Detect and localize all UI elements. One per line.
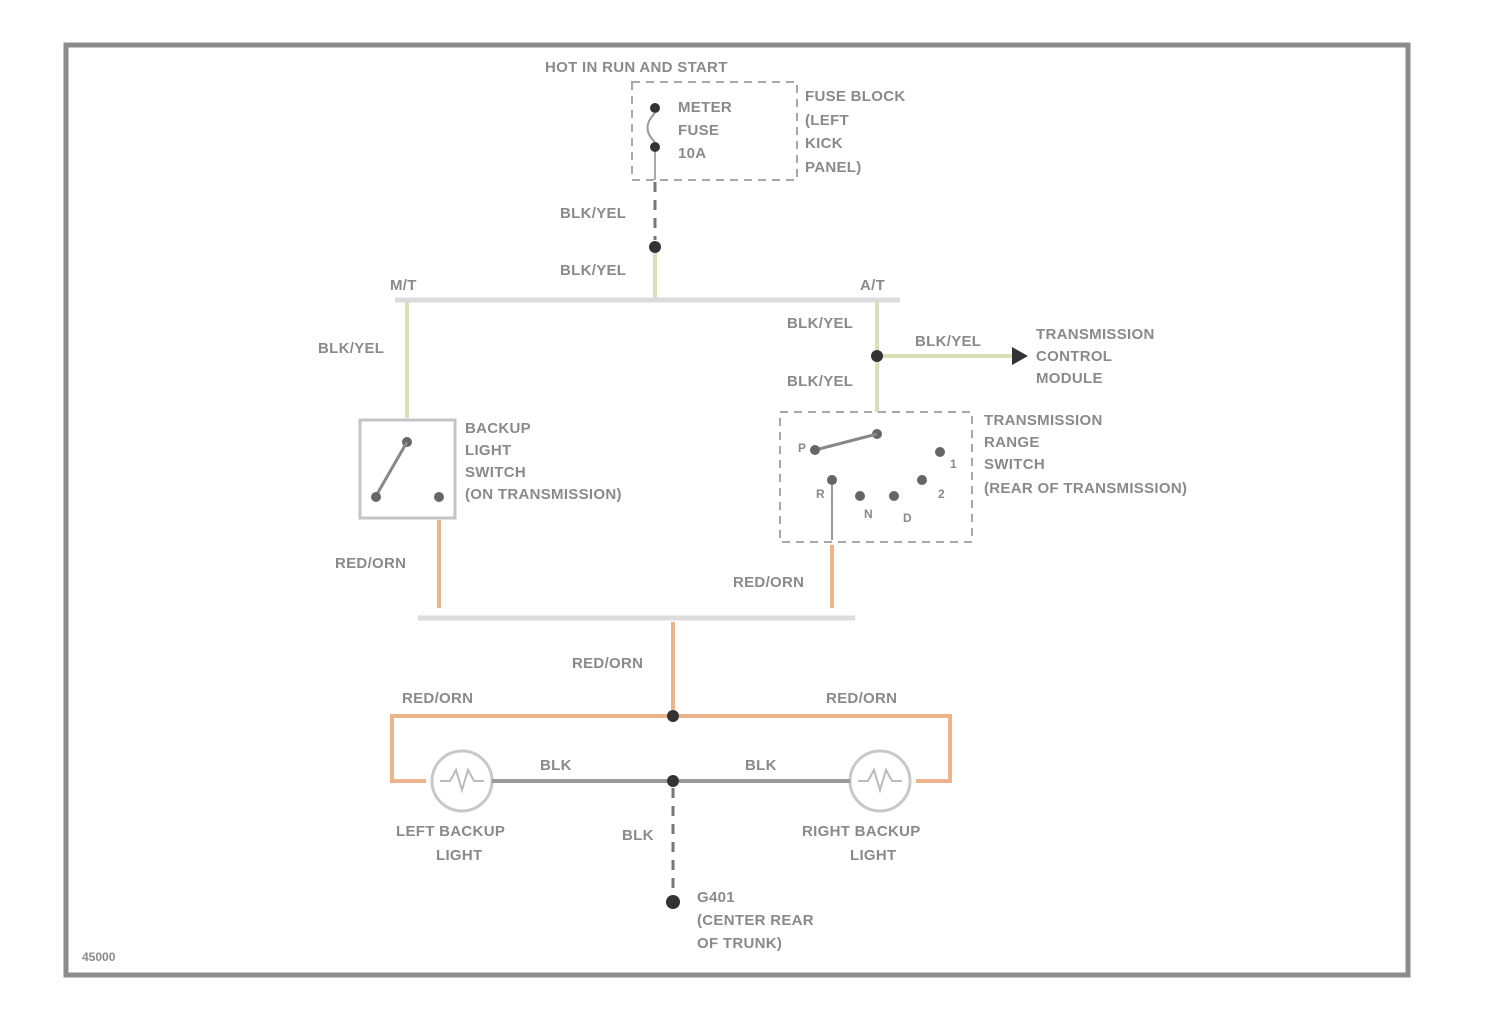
wire-label-fuse-out: BLK/YEL	[560, 205, 626, 222]
tcm-label: TRANSMISSION CONTROL MODULE	[1036, 326, 1155, 387]
range-switch-label: TRANSMISSION RANGE SWITCH (REAR OF TRANS…	[984, 412, 1187, 497]
svg-text:MODULE: MODULE	[1036, 370, 1103, 387]
svg-text:(LEFT: (LEFT	[805, 112, 849, 129]
backup-light-switch-label: BACKUP LIGHT SWITCH (ON TRANSMISSION)	[465, 420, 622, 503]
splice-node-tcm	[871, 350, 883, 362]
svg-text:G401: G401	[697, 889, 735, 906]
range-switch-positions: P R N D 2 1	[798, 441, 957, 525]
diagram-frame	[63, 42, 1411, 978]
left-backup-light-label: LEFT BACKUP LIGHT	[396, 823, 505, 864]
svg-text:(CENTER REAR: (CENTER REAR	[697, 912, 814, 929]
wire-label-at-top: BLK/YEL	[787, 315, 853, 332]
wire-label-splice-out: BLK/YEL	[560, 262, 626, 279]
wire-label-right-lamp: RED/ORN	[826, 690, 897, 707]
wire-label-mt: BLK/YEL	[318, 340, 384, 357]
svg-text:TRANSMISSION: TRANSMISSION	[984, 412, 1103, 429]
wire-label-left-gnd: BLK	[540, 757, 572, 774]
svg-text:D: D	[903, 511, 912, 525]
svg-text:1: 1	[950, 457, 957, 471]
svg-text:LIGHT: LIGHT	[850, 847, 897, 864]
svg-text:RIGHT BACKUP: RIGHT BACKUP	[802, 823, 921, 840]
backup-light-switch-box	[358, 418, 457, 520]
figure-id: 45000	[82, 950, 116, 964]
wire-label-at-out: RED/ORN	[733, 574, 804, 591]
ground-point-icon	[666, 895, 680, 909]
wire-left-lamp	[390, 714, 667, 783]
splice-node-lamps	[667, 710, 679, 722]
wire-label-ground: BLK	[622, 827, 654, 844]
ground-label: G401 (CENTER REAR OF TRUNK)	[697, 889, 814, 952]
fuse-block-label: FUSE BLOCK (LEFT KICK PANEL)	[805, 88, 906, 176]
wire-right-lamp	[679, 714, 952, 783]
fuse-icon	[646, 103, 660, 180]
splice-node-top	[649, 241, 661, 253]
svg-text:TRANSMISSION: TRANSMISSION	[1036, 326, 1155, 343]
svg-text:(REAR OF TRANSMISSION): (REAR OF TRANSMISSION)	[984, 480, 1187, 497]
svg-text:N: N	[864, 507, 873, 521]
svg-text:SWITCH: SWITCH	[984, 456, 1045, 473]
wire-label-left-lamp: RED/ORN	[402, 690, 473, 707]
svg-text:CONTROL: CONTROL	[1036, 348, 1112, 365]
wire-label-at-bottom: BLK/YEL	[787, 373, 853, 390]
fuse-block-outline	[631, 81, 798, 181]
fuse-label: METER FUSE 10A	[678, 99, 732, 162]
right-backup-light-label: RIGHT BACKUP LIGHT	[802, 823, 921, 864]
svg-text:(ON TRANSMISSION): (ON TRANSMISSION)	[465, 486, 622, 503]
svg-text:P: P	[798, 441, 806, 455]
wire-label-common: RED/ORN	[572, 655, 643, 672]
wire-label-tcm: BLK/YEL	[915, 333, 981, 350]
svg-text:LEFT BACKUP: LEFT BACKUP	[396, 823, 505, 840]
wire-label-right-gnd: BLK	[745, 757, 777, 774]
branch-label-mt: M/T	[390, 277, 417, 294]
left-backup-light-bulb-icon	[430, 749, 494, 813]
svg-text:OF TRUNK): OF TRUNK)	[697, 935, 782, 952]
power-source-label: HOT IN RUN AND START	[545, 59, 728, 76]
svg-text:RANGE: RANGE	[984, 434, 1040, 451]
wire-label-mt-out: RED/ORN	[335, 555, 406, 572]
svg-text:10A: 10A	[678, 145, 706, 162]
svg-text:LIGHT: LIGHT	[436, 847, 483, 864]
splice-node-ground	[667, 775, 679, 787]
right-backup-light-bulb-icon	[848, 749, 912, 813]
branch-label-at: A/T	[860, 277, 885, 294]
range-switch-icon	[810, 429, 945, 540]
svg-text:FUSE BLOCK: FUSE BLOCK	[805, 88, 906, 105]
svg-text:LIGHT: LIGHT	[465, 442, 512, 459]
svg-text:2: 2	[938, 487, 945, 501]
svg-text:R: R	[816, 487, 825, 501]
range-switch-outline	[779, 411, 973, 543]
svg-text:BACKUP: BACKUP	[465, 420, 531, 437]
svg-text:PANEL): PANEL)	[805, 159, 862, 176]
svg-text:FUSE: FUSE	[678, 122, 719, 139]
arrow-to-tcm-icon	[1012, 347, 1028, 365]
switch-icon	[371, 437, 444, 502]
svg-text:METER: METER	[678, 99, 732, 116]
svg-text:KICK: KICK	[805, 135, 843, 152]
svg-text:SWITCH: SWITCH	[465, 464, 526, 481]
